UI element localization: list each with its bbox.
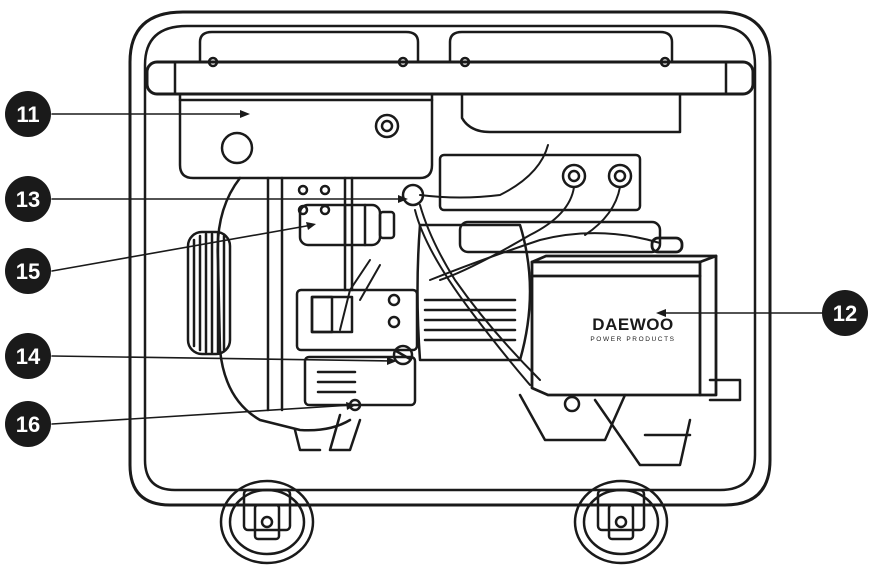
fan-grille: [186, 230, 232, 356]
callout-14: 14: [5, 333, 51, 379]
wheel-right: [573, 479, 669, 565]
callout-label: 15: [16, 259, 40, 284]
callout-label: 14: [16, 344, 41, 369]
callout-16: 16: [5, 401, 51, 447]
leader-lines: [51, 113, 823, 425]
wheel-left: [219, 479, 315, 565]
callout-label: 16: [16, 412, 40, 437]
brand-tagline: POWER PRODUCTS: [590, 336, 675, 343]
battery-brand: DAEWOO POWER PRODUCTS: [590, 315, 675, 343]
leader-arrowheads: [240, 110, 666, 410]
base-mount: [293, 378, 742, 467]
wiring: [339, 144, 661, 386]
callout-11: 11: [5, 91, 51, 137]
callout-label: 12: [833, 301, 857, 326]
drain-assembly: [303, 344, 417, 412]
callout-12: 12: [822, 290, 868, 336]
starter-motor: [298, 203, 396, 247]
callout-13: 13: [5, 176, 51, 222]
callout-15: 15: [5, 248, 51, 294]
engine-block: [295, 288, 419, 352]
callout-label: 13: [16, 187, 40, 212]
top-tanks: [198, 30, 682, 134]
air-filter-box: [178, 92, 434, 180]
frame: [128, 10, 772, 507]
brand-name: DAEWOO: [592, 315, 673, 334]
battery: [530, 236, 718, 397]
callout-label: 11: [16, 102, 39, 127]
engine-housing: [216, 176, 354, 432]
top-crossbar: [145, 56, 755, 96]
